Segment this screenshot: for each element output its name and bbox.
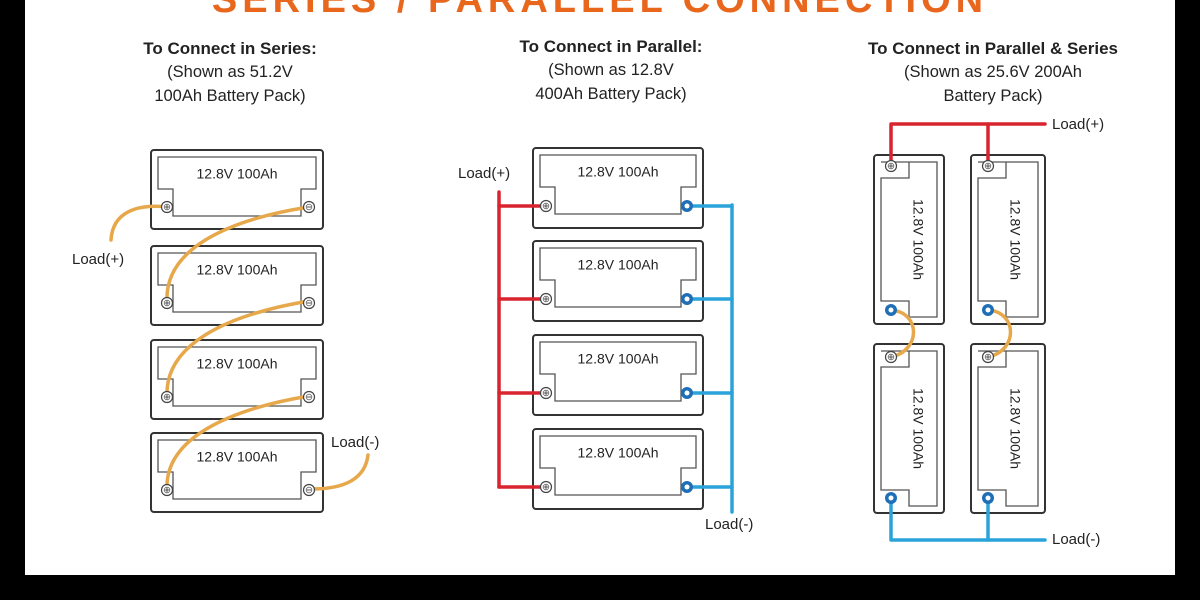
parallel-load-negative-label: Load(-) (705, 516, 754, 533)
combo-battery-2-panel (977, 161, 1039, 318)
combo-terminal-3-negative (885, 492, 897, 504)
series-subtitle-line1: (Shown as 51.2V (167, 63, 293, 81)
series-wire-2 (165, 299, 311, 398)
terminal-inner (985, 495, 991, 501)
combo-battery-1-panel (880, 161, 938, 318)
banner-title: SERIES / PARALLEL CONNECTION (211, 0, 989, 21)
series-terminal-negative-4 (302, 483, 316, 497)
combo-battery-1-label: 12.8V 100Ah (910, 199, 926, 280)
series-subtitle-line2: 100Ah Battery Pack) (154, 87, 306, 105)
series-battery-1-label: 12.8V 100Ah (197, 166, 278, 182)
parallel-subtitle-line2: 400Ah Battery Pack) (535, 85, 687, 103)
parallel-terminal-negative-4 (681, 481, 693, 493)
parallel-subtitle-line1: (Shown as 12.8V (548, 61, 674, 79)
parallel-battery-3-label: 12.8V 100Ah (578, 351, 659, 367)
parallel-battery-2-label: 12.8V 100Ah (578, 257, 659, 273)
combo-battery-4-label: 12.8V 100Ah (1007, 388, 1023, 469)
series-battery-4-panel (157, 439, 317, 500)
series-load-positive-label: Load(+) (72, 251, 125, 268)
series-battery-4-body (150, 432, 324, 513)
parallel-series-heading: To Connect in Parallel & Series (Shown a… (833, 38, 1153, 108)
series-wire-1 (165, 205, 311, 303)
parallel-series-subtitle-line1: (Shown as 25.6V 200Ah (904, 63, 1082, 81)
parallel-series-subtitle-line2: Battery Pack) (943, 87, 1043, 105)
series-battery-1-body (150, 149, 324, 230)
series-terminal-positive-3 (160, 390, 174, 404)
combo-battery-1-body (873, 154, 945, 325)
parallel-battery-4-label: 12.8V 100Ah (578, 445, 659, 461)
terminal-inner (985, 307, 991, 313)
combo-terminal-1-negative (885, 304, 897, 316)
parallel-battery-1-panel (539, 154, 697, 215)
parallel-battery-1-body (532, 147, 704, 229)
combo-wire-load-negative (889, 496, 1047, 542)
combo-series-link-left (889, 308, 916, 359)
parallel-terminal-positive-1 (539, 199, 553, 213)
terminal-inner (684, 203, 690, 209)
combo-terminal-4-positive (981, 350, 995, 364)
series-terminal-positive-4 (160, 483, 174, 497)
parallel-terminal-negative-1 (681, 200, 693, 212)
parallel-terminal-positive-4 (539, 480, 553, 494)
series-battery-2-panel (157, 252, 317, 313)
parallel-battery-4-body (532, 428, 704, 510)
parallel-series-title: To Connect in Parallel & Series (867, 39, 1119, 58)
combo-terminal-4-negative (982, 492, 994, 504)
parallel-battery-4-panel (539, 435, 697, 496)
terminal-inner (888, 495, 894, 501)
combo-terminal-2-negative (982, 304, 994, 316)
parallel-series-load-negative-label: Load(-) (1052, 531, 1101, 548)
wiring-diagram: 12.8V 100Ah 12.8V 100Ah 12.8V 100Ah 12.8V 1… (109, 122, 1047, 542)
parallel-battery-2-panel (539, 247, 697, 308)
series-battery-4-label: 12.8V 100Ah (197, 449, 278, 465)
series-load-negative-label: Load(-) (331, 434, 380, 451)
series-battery-3-panel (157, 346, 317, 407)
series-terminal-negative-1 (302, 200, 316, 214)
combo-battery-3-panel (880, 350, 938, 507)
series-battery-1-panel (157, 156, 317, 217)
parallel-load-positive-label: Load(+) (458, 165, 511, 182)
series-battery-2-body (150, 245, 324, 326)
parallel-battery-2-body (532, 240, 704, 322)
parallel-terminal-positive-3 (539, 386, 553, 400)
combo-terminal-1-positive (884, 159, 898, 173)
combo-battery-3-body (873, 343, 945, 514)
combo-battery-3-label: 12.8V 100Ah (910, 388, 926, 469)
parallel-heading: To Connect in Parallel: (Shown as 12.8V … (461, 36, 761, 106)
parallel-terminal-positive-2 (539, 292, 553, 306)
terminal-inner (684, 484, 690, 490)
diagram-page: SERIES / PARALLEL CONNECTION To Connect … (25, 0, 1175, 575)
series-battery-3-label: 12.8V 100Ah (197, 356, 278, 372)
combo-battery-4-panel (977, 350, 1039, 507)
series-terminal-positive-2 (160, 296, 174, 310)
parallel-battery-3-panel (539, 341, 697, 402)
series-terminal-negative-2 (302, 296, 316, 310)
combo-terminal-3-positive (884, 350, 898, 364)
series-terminal-negative-3 (302, 390, 316, 404)
parallel-series-load-positive-label: Load(+) (1052, 116, 1105, 133)
combo-terminal-2-positive (981, 159, 995, 173)
series-wire-load-negative (309, 453, 370, 491)
parallel-terminal-negative-3 (681, 387, 693, 399)
parallel-battery-3-body (532, 334, 704, 416)
combo-wire-load-positive (889, 122, 1047, 168)
terminal-inner (684, 390, 690, 396)
parallel-terminal-negative-2 (681, 293, 693, 305)
terminal-inner (684, 296, 690, 302)
series-battery-3-body (150, 339, 324, 420)
series-heading: To Connect in Series: (Shown as 51.2V 10… (80, 38, 380, 108)
series-battery-2-label: 12.8V 100Ah (197, 262, 278, 278)
parallel-title: To Connect in Parallel: (519, 37, 703, 56)
series-terminal-positive-1 (160, 200, 174, 214)
series-wire-3 (165, 394, 311, 491)
combo-battery-2-label: 12.8V 100Ah (1007, 199, 1023, 280)
terminal-inner (888, 307, 894, 313)
series-title: To Connect in Series: (143, 39, 317, 58)
parallel-battery-1-label: 12.8V 100Ah (578, 164, 659, 180)
combo-series-link-right (986, 308, 1013, 359)
